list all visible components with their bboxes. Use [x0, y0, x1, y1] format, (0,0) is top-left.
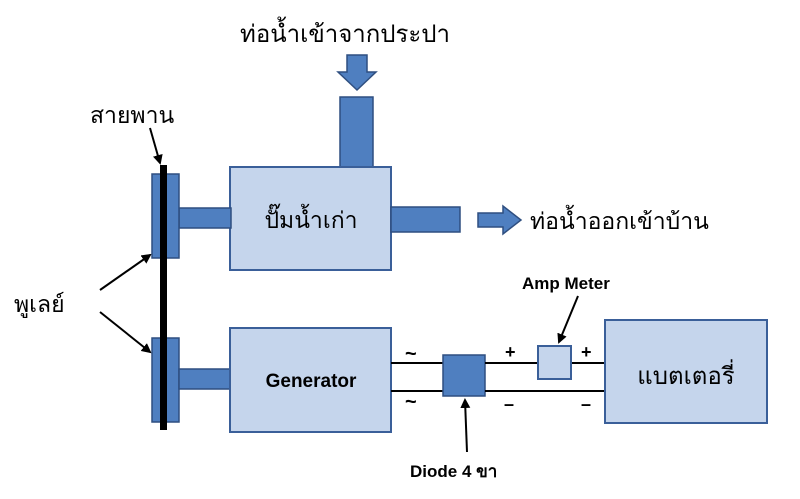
diode-pointer-arrow	[460, 398, 471, 453]
inlet-arrow-icon	[336, 54, 378, 92]
pulley-pointer-arrow-bottom	[99, 311, 152, 354]
pulley-label: พูเลย์	[14, 291, 65, 318]
water-outlet-label: ท่อน้ำออกเข้าบ้าน	[530, 205, 709, 235]
amp-meter-label: Amp Meter	[522, 274, 610, 293]
diode-box	[442, 354, 486, 397]
generator-shaft	[178, 368, 232, 390]
pump-label: ปั๊มน้ำเก่า	[264, 203, 357, 234]
diode-label: Diode 4 ขา	[410, 462, 497, 481]
belt-pointer-arrow	[149, 127, 163, 165]
pump-box	[229, 166, 392, 271]
plus-left-sign: +	[505, 342, 516, 362]
amp-meter-box	[537, 345, 572, 380]
generator-label: Generator	[266, 371, 357, 392]
pump-shaft	[178, 207, 232, 229]
generator-box	[229, 327, 392, 433]
minus-right-sign: –	[581, 394, 591, 414]
outlet-arrow-icon	[477, 204, 523, 236]
amp-meter-pointer-arrow	[557, 295, 579, 344]
belt-label: สายพาน	[90, 103, 175, 129]
battery-box	[604, 319, 768, 424]
inlet-pipe	[339, 96, 374, 168]
ac-symbol-bottom: ~	[405, 391, 417, 413]
belt	[160, 165, 167, 430]
plus-right-sign: +	[581, 342, 592, 362]
battery-label: แบตเตอรี่	[637, 359, 734, 390]
water-inlet-label: ท่อน้ำเข้าจากประปา	[240, 16, 450, 48]
pulley-pointer-arrow-top	[99, 253, 152, 291]
outlet-pipe	[390, 206, 461, 233]
minus-left-sign: –	[504, 394, 514, 414]
ac-symbol-top: ~	[405, 343, 417, 365]
